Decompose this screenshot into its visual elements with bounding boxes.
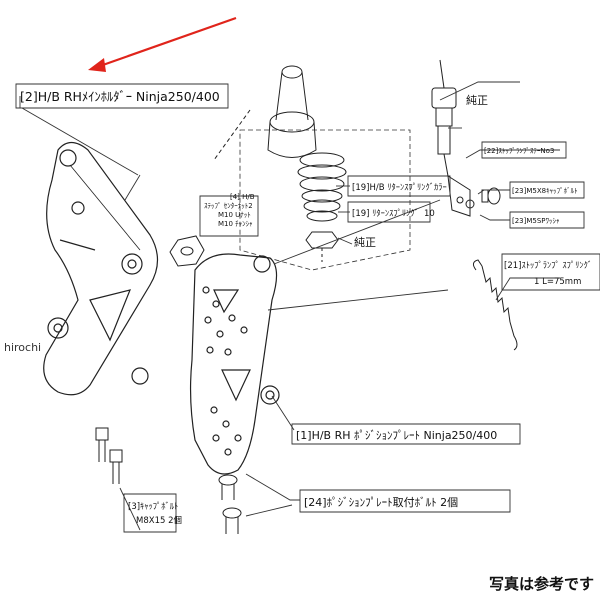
label-return-spring: [19] ﾘﾀｰﾝｽﾌﾟﾘﾝｸﾞ	[352, 209, 419, 219]
main-holder-plate	[43, 141, 159, 396]
label-stop-lamp-stay: [22]ｽﾄｯﾌﾟﾗﾝﾌﾟｽﾃｰNo3	[484, 147, 554, 155]
label-step-nut-1: [4] H/B	[230, 193, 255, 201]
return-spring	[297, 152, 347, 262]
spring-group-outline	[239, 129, 411, 271]
cap-bolts	[95, 427, 123, 484]
red-arrow	[88, 16, 237, 72]
stop-lamp-spring	[472, 259, 518, 351]
label-return-spring-collar: [19]H/B ﾘﾀｰﾝｽﾌﾟﾘﾝｸﾞｶﾗｰ	[352, 183, 447, 193]
label-cap-bolt-2: M8X15 2個	[136, 515, 182, 526]
mounting-bolts	[218, 474, 242, 534]
position-plate	[189, 253, 280, 475]
label-stop-lamp-spring-2: 1 L=75mm	[534, 277, 581, 287]
label-step-nut-2: ｽﾃｯﾌﾟ ｾﾝﾀｰﾅｯﾄ2	[204, 202, 253, 210]
shaft-assembly	[213, 65, 317, 161]
label-cap-bolt-1: [3]ｷｬｯﾌﾟﾎﾞﾙﾄ	[128, 502, 178, 512]
label-step-nut-4: M10 ﾁｬﾝｼｬ	[218, 220, 253, 228]
watermark: hirochi	[4, 341, 42, 354]
label-washer-m5: [23]M5SPﾜｯｼｬ	[512, 217, 560, 225]
label-main-holder: [2]H/B RHﾒｲﾝﾎﾙﾀﾞｰ Ninja250/400	[20, 89, 220, 104]
leader-lines	[19, 81, 560, 531]
label-genuine-mid: 純正	[354, 236, 376, 249]
stop-lamp-switch	[431, 59, 501, 217]
step-center-nut	[169, 235, 205, 267]
label-mounting-bolt: [24]ﾎﾟｼﾞｼｮﾝﾌﾟﾚｰﾄ取付ﾎﾞﾙﾄ 2個	[304, 496, 458, 509]
label-boxes	[15, 83, 600, 533]
label-return-spring-qty: 10	[424, 209, 435, 219]
label-position-plate: [1]H/B RH ﾎﾟｼﾞｼｮﾝﾌﾟﾚｰﾄ Ninja250/400	[296, 429, 497, 442]
label-step-nut-3: M10 Uﾅｯﾄ	[218, 211, 251, 219]
label-genuine-top: 純正	[466, 94, 488, 107]
reference-caption: 写真は参考です	[488, 575, 594, 593]
label-cap-bolt-m5: [23]M5X8ｷｬｯﾌﾟﾎﾞﾙﾄ	[512, 187, 578, 195]
label-stop-lamp-spring-1: [21]ｽﾄｯﾌﾟﾗﾝﾌﾟ ｽﾌﾟﾘﾝｸﾞ	[504, 261, 592, 271]
